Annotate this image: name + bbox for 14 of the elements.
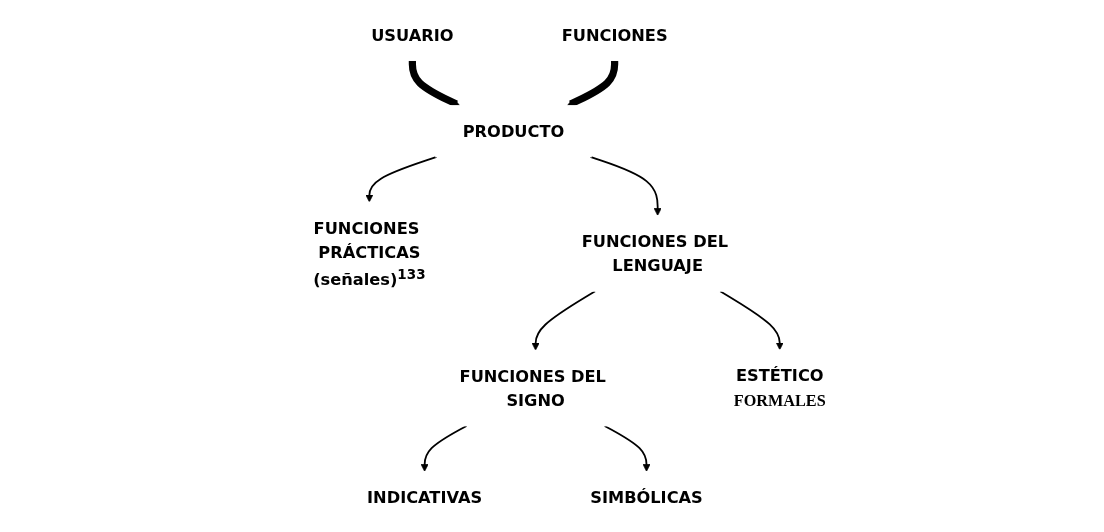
node-text: FUNCIONES — [561, 25, 668, 45]
node-text: USUARIO — [370, 25, 454, 45]
node-text: FUNCIONES PRÁCTICAS (señales)$^{133}$ — [312, 218, 426, 289]
arrow — [531, 290, 596, 351]
node-text: ESTÉTICO FORMALES — [733, 366, 826, 410]
arrow — [603, 425, 650, 472]
arrow — [364, 156, 438, 203]
node-text: FUNCIONES DEL SIGNO — [459, 366, 606, 410]
node-text: SIMBÓLICAS — [589, 487, 703, 507]
arrow — [420, 425, 467, 472]
node-text: PRODUCTO — [462, 121, 564, 141]
node-text: INDICATIVAS — [366, 487, 482, 507]
node-text: FUNCIONES DEL LENGUAJE — [581, 231, 728, 275]
arrow — [718, 290, 784, 351]
